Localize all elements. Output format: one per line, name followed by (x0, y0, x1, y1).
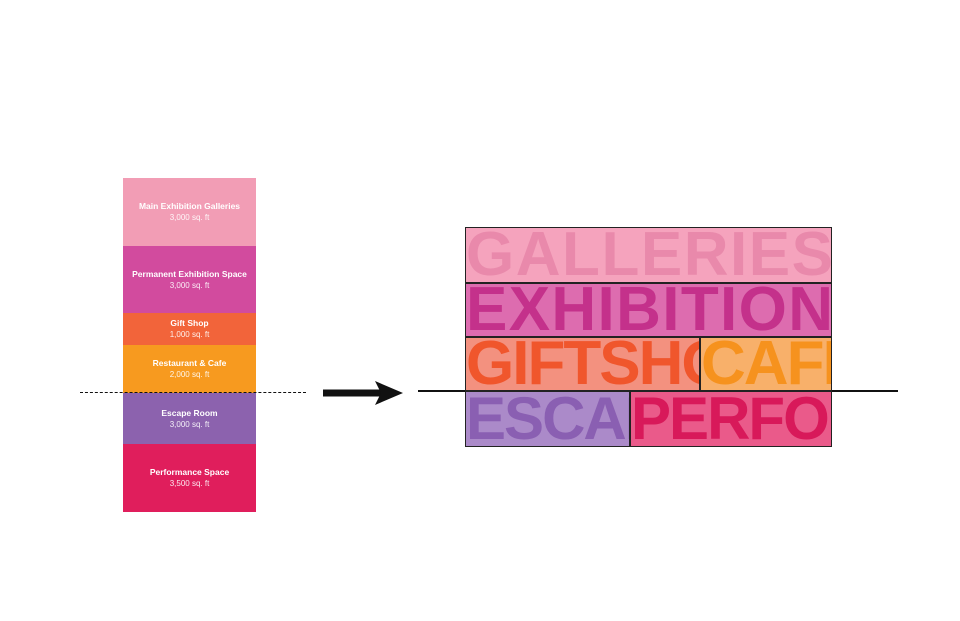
block-letter: E (466, 391, 506, 447)
block-letter: E (822, 338, 831, 390)
stack-block-performance-space: Performance Space 3,500 sq. ft (123, 444, 256, 512)
block-letter: H (551, 283, 596, 337)
block-letter: E (640, 227, 682, 283)
block-letter: O (681, 338, 699, 390)
block-letter: H (638, 337, 684, 391)
block-letter: T (680, 283, 719, 337)
block-letter: O (738, 283, 787, 337)
block-letter: L (562, 227, 600, 283)
arrow-right-icon (323, 381, 403, 405)
block-letter: R (707, 391, 750, 447)
stack-label: Gift Shop (170, 318, 209, 328)
stack-label: Performance Space (149, 467, 230, 477)
block-letter: G (466, 337, 514, 391)
block-letter: I (720, 283, 737, 337)
block-letter: F (786, 337, 825, 391)
block-letter: E (669, 391, 709, 447)
block-letter: T (563, 337, 601, 391)
ground-line-dashed (80, 392, 306, 393)
block-giftshop: GIFTSHOP (465, 337, 700, 391)
block-letter: G (466, 227, 514, 283)
stack-block-escape-room: Escape Room 3,000 sq. ft (123, 393, 256, 444)
block-letter: A (743, 337, 789, 391)
block-letter: S (504, 391, 544, 447)
block-letter: S (791, 227, 831, 283)
block-letter: R (683, 227, 729, 283)
block-letter: S (599, 337, 640, 391)
block-letter: I (597, 283, 615, 337)
block-letter: X (508, 283, 550, 337)
stack-label: Restaurant & Cafe (152, 358, 227, 368)
stack-block-main-exhibition-galleries: Main Exhibition Galleries 3,000 sq. ft (123, 178, 256, 246)
block-letter: I (730, 227, 747, 283)
stack-block-restaurant-cafe: Restaurant & Cafe 2,000 sq. ft (123, 345, 256, 393)
stack-area: 3,000 sq. ft (169, 419, 210, 429)
block-letter: R (828, 392, 831, 446)
program-stack: Main Exhibition Galleries 3,000 sq. ft P… (123, 178, 256, 512)
stack-block-gift-shop: Gift Shop 1,000 sq. ft (123, 313, 256, 345)
stack-block-permanent-exhibition-space: Permanent Exhibition Space 3,000 sq. ft (123, 246, 256, 313)
block-letter: F (527, 337, 565, 391)
block-label-perform: PERFORM (631, 392, 831, 446)
stack-area: 3,000 sq. ft (169, 213, 210, 222)
block-letter: P (625, 392, 629, 446)
block-letter: P (631, 391, 671, 447)
block-letter: E (748, 227, 790, 283)
block-letter: O (783, 391, 830, 447)
block-letter: I (512, 337, 529, 391)
block-letter: B (616, 283, 661, 337)
stack-label: Main Exhibition Galleries (138, 201, 241, 211)
block-letter: L (601, 227, 639, 283)
block-letter: N (788, 283, 831, 337)
stack-area: 1,000 sq. ft (169, 330, 210, 339)
block-letter: A (583, 391, 626, 447)
block-letter: C (542, 391, 585, 447)
block-label-giftshop: GIFTSHOP (466, 338, 699, 390)
block-letter: E (466, 283, 507, 337)
block-letter: C (701, 337, 746, 391)
stack-area: 2,000 sq. ft (169, 370, 210, 379)
block-perform: PERFORM (630, 391, 832, 447)
stack-area: 3,000 sq. ft (169, 280, 210, 290)
stack-label: Escape Room (161, 407, 218, 418)
block-letter: A (515, 227, 561, 283)
stack-area: 3,500 sq. ft (169, 479, 210, 488)
stack-label: Permanent Exhibition Space (132, 268, 247, 279)
block-letter: I (662, 283, 679, 337)
block-letter: F (748, 391, 785, 447)
